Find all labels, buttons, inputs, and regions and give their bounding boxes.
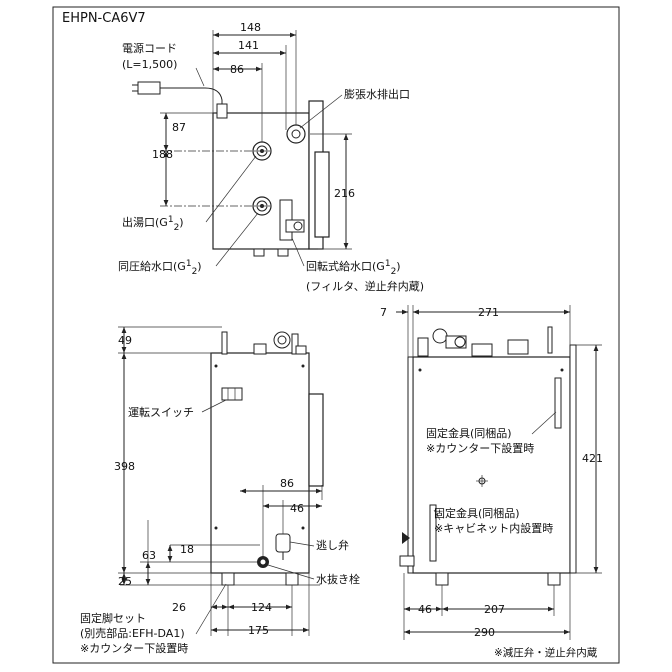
same-pressure-inlet-label: 同圧給水口(G12) <box>118 259 202 277</box>
dim-175: 175 <box>248 624 269 637</box>
fixed-legs-part: (別売部品:EFH-DA1) <box>80 626 185 640</box>
power-cord-line <box>140 87 223 113</box>
dim-290: 290 <box>474 626 495 639</box>
bracket-1-label: 固定金具(同梱品) <box>426 426 512 440</box>
dim-25: 25 <box>118 575 132 588</box>
dim-46-side: 46 <box>418 603 432 616</box>
dim-86-top: 86 <box>230 63 244 76</box>
side-view: 7 271 421 46 207 290 固定金具(同梱品) ※カウンター下設置… <box>380 305 603 659</box>
rotary-inlet-note: (フィルタ、逆止弁内蔵) <box>306 279 424 293</box>
side-unit-body <box>412 356 571 574</box>
bracket-2-label: 固定金具(同梱品) <box>434 506 520 520</box>
front-view: 49 398 25 63 18 86 46 26 124 175 運転ス <box>80 326 360 655</box>
dim-7: 7 <box>380 306 387 319</box>
bracket-upper <box>554 377 562 429</box>
dim-46-front: 46 <box>290 502 304 515</box>
dim-86-front: 86 <box>280 477 294 490</box>
top-view: 148 141 86 87 188 216 電源コード (L=1,500) 膨張… <box>118 21 424 293</box>
drawing-frame <box>52 6 620 664</box>
bracket-1-note: ※カウンター下設置時 <box>426 441 534 455</box>
front-side-bracket <box>308 393 324 487</box>
dim-124: 124 <box>251 601 272 614</box>
drain-plug-label: 水抜き栓 <box>316 572 360 586</box>
relief-valve <box>275 533 291 553</box>
dim-398: 398 <box>114 460 135 473</box>
hot-outlet-label: 出湯口(G12) <box>122 215 184 233</box>
power-cord-length: (L=1,500) <box>122 58 177 71</box>
dim-26: 26 <box>172 601 186 614</box>
cord-entry <box>216 103 228 119</box>
run-switch-label: 運転スイッチ <box>128 406 194 419</box>
fixed-legs-note: ※カウンター下設置時 <box>80 641 188 655</box>
power-plug <box>137 81 161 95</box>
top-side-bracket <box>314 151 330 238</box>
dim-216: 216 <box>334 187 355 200</box>
bracket-2-note: ※キャビネット内設置時 <box>434 521 553 535</box>
dim-49: 49 <box>118 334 132 347</box>
bracket-lower <box>429 504 437 562</box>
footnote: ※減圧弁・逆止弁内蔵 <box>494 646 598 659</box>
expansion-drain-label: 膨張水排出口 <box>344 87 410 101</box>
dim-207: 207 <box>484 603 505 616</box>
front-unit-body <box>210 352 310 574</box>
dim-87: 87 <box>172 121 186 134</box>
dim-18: 18 <box>180 543 194 556</box>
dim-63: 63 <box>142 549 156 562</box>
fixed-legs-label: 固定脚セット <box>80 611 146 625</box>
dim-141: 141 <box>238 39 259 52</box>
dim-421: 421 <box>582 452 603 465</box>
rotary-inlet-label: 回転式給水口(G12) <box>306 259 401 277</box>
model-title: EHPN-CA6V7 <box>62 11 146 26</box>
power-cord-label: 電源コード <box>122 41 177 55</box>
dim-271: 271 <box>478 306 499 319</box>
run-switch <box>221 387 243 401</box>
dim-148: 148 <box>240 21 261 34</box>
relief-valve-label: 逃し弁 <box>316 538 349 552</box>
dim-188: 188 <box>152 148 173 161</box>
